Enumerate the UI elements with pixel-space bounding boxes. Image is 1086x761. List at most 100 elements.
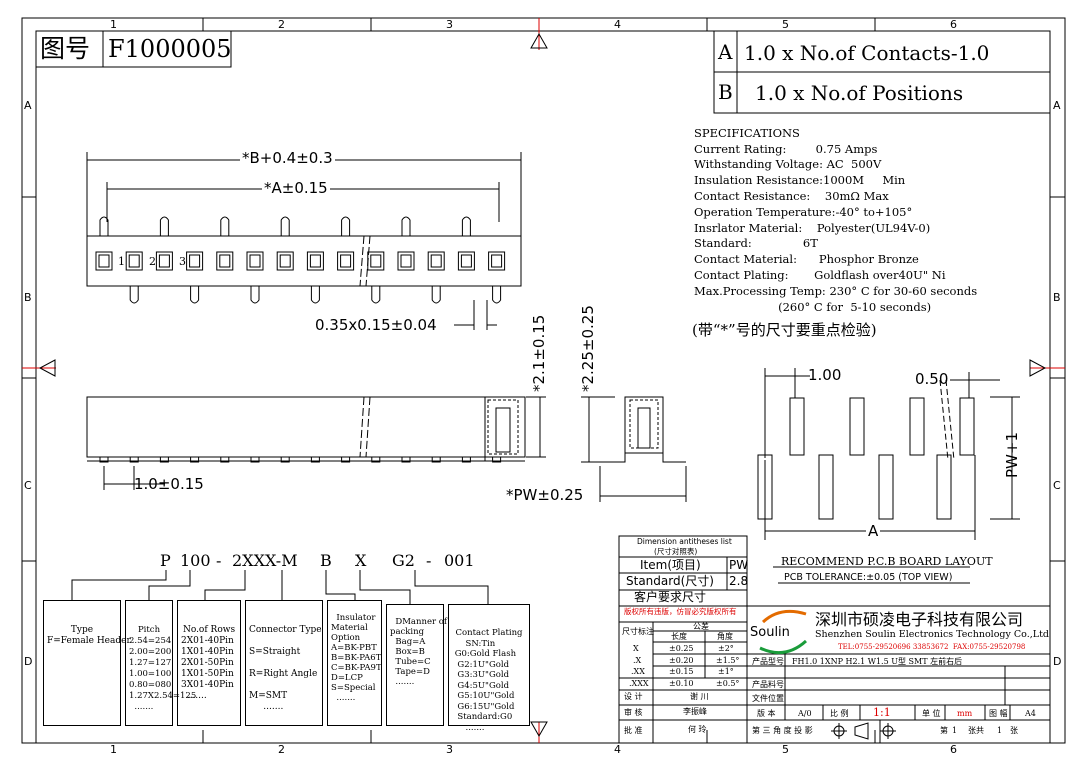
pcb-pad-bottom bbox=[818, 454, 834, 520]
pcb-tolerance: PCB TOLERANCE:±0.05 (TOP VIEW) bbox=[784, 572, 953, 583]
height-225-label: *2.25±0.25 bbox=[579, 305, 597, 392]
grid-row-d: D bbox=[24, 655, 33, 668]
end-view-contact-outline bbox=[629, 399, 659, 449]
dim-a-value: 1.0 x No.of Contacts-1.0 bbox=[744, 41, 990, 65]
dim-b-key: B bbox=[718, 80, 733, 104]
approve-value: 何 玲 bbox=[688, 725, 707, 734]
pin-tail-bottom bbox=[431, 286, 441, 304]
company-name-en: Shenzhen Soulin Electronics Technology C… bbox=[815, 629, 1049, 640]
center-arrow-left bbox=[38, 359, 56, 377]
grid-row-a: A bbox=[24, 99, 32, 112]
code-pitch: 100 bbox=[180, 551, 211, 570]
code-box-type-title: Type bbox=[70, 625, 94, 635]
review-label: 审 核 bbox=[624, 708, 643, 717]
solder-tail bbox=[492, 456, 502, 463]
spec-line-6: Insrlator Material: Polyester(UL94V-0) bbox=[694, 221, 931, 235]
code-rows: 2XXX-M bbox=[232, 551, 298, 570]
review-value: 李振峰 bbox=[683, 707, 707, 716]
contact-cavity-inner bbox=[128, 254, 140, 268]
spec-line-3: Insulation Resistance:1000M Min bbox=[694, 173, 906, 187]
solder-tail bbox=[371, 456, 381, 463]
model-value: FH1.0 1XNP H2.1 W1.5 U型 SMT 左前右后 bbox=[792, 657, 963, 666]
dim-list-customer: 客户要求尺寸 bbox=[634, 590, 707, 604]
center-arrow-top bbox=[530, 32, 548, 49]
pcb-pad-width-label: 0.50 bbox=[915, 370, 949, 388]
pin-tail-bottom bbox=[492, 286, 502, 304]
height-21-label: *2.1±0.15 bbox=[530, 314, 548, 392]
solder-tail bbox=[461, 456, 471, 463]
pcb-pad-bottom bbox=[878, 454, 894, 520]
drawing-number: F1000005 bbox=[108, 35, 232, 63]
contact-cavity bbox=[397, 251, 415, 271]
contact-cavity bbox=[337, 251, 355, 271]
solder-tail bbox=[310, 456, 320, 463]
center-arrow-bottom bbox=[530, 721, 548, 738]
dim-a-key: A bbox=[718, 40, 733, 64]
pin-number-3: 3 bbox=[179, 255, 186, 268]
solder-tail bbox=[401, 456, 411, 463]
solder-tail bbox=[431, 456, 441, 463]
contact-cavity-inner bbox=[249, 254, 261, 268]
contact-cavity bbox=[246, 251, 264, 271]
model-label: 产品型号 bbox=[752, 657, 784, 666]
pw-label: *PW±0.25 bbox=[506, 486, 584, 504]
pin-tail-bottom bbox=[310, 286, 320, 304]
sheet-label: 第 bbox=[940, 726, 948, 735]
inner-frame bbox=[35, 30, 1051, 744]
code-packing: X bbox=[355, 551, 367, 570]
company-contact: TEL:0755-29520696 33853672 FAX:0755-2952… bbox=[838, 643, 1026, 651]
code-box-plating-body: SN:Tin G0:Gold Flash G2:1U"Gold G3:3U"Go… bbox=[454, 638, 517, 733]
pin-tail-top bbox=[220, 216, 230, 236]
pitch-label: 1.0±0.15 bbox=[134, 475, 204, 493]
grid-col-5-bottom: 5 bbox=[782, 743, 789, 756]
contact-cavity-inner bbox=[400, 254, 412, 268]
pin-tail-top bbox=[461, 216, 471, 236]
contact-cavity-inner bbox=[491, 254, 503, 268]
pin-tail-top bbox=[341, 216, 351, 236]
contact-cavity-inner bbox=[98, 254, 110, 268]
code-suffix: 001 bbox=[444, 551, 475, 570]
code-box-insulator-body: A=BK-PBT B=BK-PA6T C=BK-PA9T D=LCP S=Spe… bbox=[331, 643, 382, 703]
spec-line-9: Contact Plating: Goldflash over40U" Ni bbox=[694, 268, 946, 282]
sheet-total: 1 bbox=[997, 726, 1003, 735]
version-value: A/0 bbox=[798, 709, 812, 718]
center-arrow-right bbox=[1029, 359, 1047, 377]
unit-value: mm bbox=[957, 709, 973, 718]
tol-row-4-ang: ±0.5° bbox=[716, 679, 740, 688]
code-p: P bbox=[160, 551, 171, 570]
grid-col-1: 1 bbox=[110, 18, 117, 31]
tolerance-length: 长度 bbox=[671, 632, 687, 641]
header-side-view bbox=[86, 396, 526, 458]
solder-tail bbox=[220, 456, 230, 463]
grid-col-2-bottom: 2 bbox=[278, 743, 285, 756]
tol-row-4-len: ±0.10 bbox=[669, 679, 694, 688]
code-box-pitch-title: Pitch bbox=[137, 625, 161, 635]
tol-row-4-key: .XXX bbox=[629, 679, 649, 688]
grid-col-2: 2 bbox=[278, 18, 285, 31]
size-value: A4 bbox=[1025, 709, 1036, 718]
spec-line-5: Operation Temperature:-40° to+105° bbox=[694, 205, 913, 219]
sheet-value: 1 bbox=[952, 726, 958, 735]
contact-cavity bbox=[186, 251, 204, 271]
solder-tail bbox=[99, 456, 109, 463]
dim-list-standard-value: 2.8 bbox=[729, 574, 749, 588]
approve-label: 批 准 bbox=[624, 726, 643, 735]
tol-row-1-len: ±0.25 bbox=[669, 644, 694, 653]
spec-line-1: Current Rating: 0.75 Amps bbox=[694, 142, 878, 156]
tol-row-2-key: .X bbox=[633, 656, 642, 665]
tolerance-label: 尺寸标注 bbox=[622, 627, 654, 636]
pcb-pad-top bbox=[959, 397, 975, 456]
copyright-warning: 版权所有违版，仿冒必究版权所有 bbox=[624, 607, 737, 616]
pin-tail-bottom bbox=[129, 286, 139, 304]
code-box-type-body: F=Female Header bbox=[47, 636, 131, 646]
design-label: 设 计 bbox=[624, 692, 643, 701]
grid-col-3: 3 bbox=[446, 18, 453, 31]
code-insulator: B bbox=[320, 551, 332, 570]
spec-line-8: Contact Material: Phosphor Bronze bbox=[694, 252, 919, 266]
size-label: 图 幅 bbox=[989, 709, 1008, 718]
pin-tail-bottom bbox=[371, 286, 381, 304]
